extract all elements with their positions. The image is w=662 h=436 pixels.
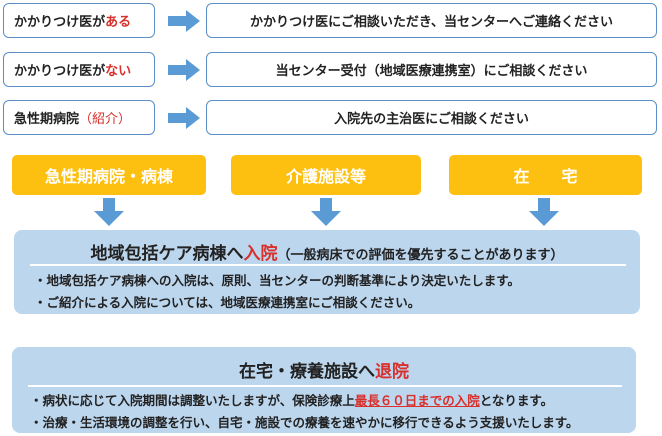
down-arrow-icon — [94, 198, 124, 226]
bullet-highlight: 最長６０日までの入院 — [354, 393, 480, 408]
admission-bullet: ・地域包括ケア病棟への入院は、原則、当センターの判断基準により決定いたします。 — [34, 273, 521, 288]
title-highlight: 入院 — [243, 244, 278, 264]
discharge-panel: 在宅・療養施設へ退院 ・病状に応じて入院期間は調整いたしますが、保険診療上最長６… — [12, 347, 636, 433]
label-highlight: ある — [105, 15, 132, 30]
discharge-bullet: ・治療・生活環境の調整を行い、自宅・施設での療養を速やかに移行できるよう支援いた… — [30, 415, 579, 430]
down-arrow-icon — [311, 198, 341, 226]
title-note: （一般病床での評価を優先することがあります） — [277, 248, 564, 263]
label-text: かかりつけ医が — [14, 15, 106, 30]
acute-hospital-instruction: 入院先の主治医にご相談ください — [206, 100, 657, 135]
divider — [28, 385, 622, 387]
title-text: 地域包括ケア病棟へ — [90, 244, 244, 264]
admission-bullet: ・ご紹介による入院については、地域医療連携室にご相談ください。 — [34, 295, 421, 310]
discharge-title: 在宅・療養施設へ退院 — [12, 357, 636, 382]
acute-hospital-label: 急性期病院（紹介） — [3, 100, 155, 135]
admission-title: 地域包括ケア病棟へ入院（一般病床での評価を優先することがあります） — [14, 239, 640, 264]
divider — [30, 264, 626, 266]
label-highlight: （紹介） — [79, 112, 132, 127]
source-acute-hospital: 急性期病院・病棟 — [12, 155, 206, 195]
source-home: 在 宅 — [449, 155, 642, 195]
has-family-doctor-instruction: かかりつけ医にご相談いただき、当センターへご連絡ください — [206, 3, 657, 38]
label-text: 急性期病院 — [14, 112, 80, 127]
right-arrow-icon — [168, 10, 200, 32]
label-text: かかりつけ医が — [14, 64, 106, 79]
has-family-doctor-label: かかりつけ医がある — [3, 3, 155, 38]
source-care-facility: 介護施設等 — [231, 155, 421, 195]
title-highlight: 退院 — [375, 362, 409, 382]
right-arrow-icon — [168, 107, 200, 129]
bullet-text: となります。 — [479, 393, 554, 408]
label-highlight: ない — [105, 64, 132, 79]
no-family-doctor-instruction: 当センター受付（地域医療連携室）にご相談ください — [206, 52, 657, 87]
bullet-text: ・病状に応じて入院期間は調整いたしますが、保険診療上 — [30, 393, 355, 408]
down-arrow-icon — [529, 198, 559, 226]
right-arrow-icon — [168, 59, 200, 81]
discharge-bullet: ・病状に応じて入院期間は調整いたしますが、保険診療上最長６０日までの入院となりま… — [30, 390, 553, 409]
no-family-doctor-label: かかりつけ医がない — [3, 52, 155, 87]
admission-panel: 地域包括ケア病棟へ入院（一般病床での評価を優先することがあります） ・地域包括ケ… — [14, 230, 640, 314]
title-text: 在宅・療養施設へ — [239, 362, 375, 382]
